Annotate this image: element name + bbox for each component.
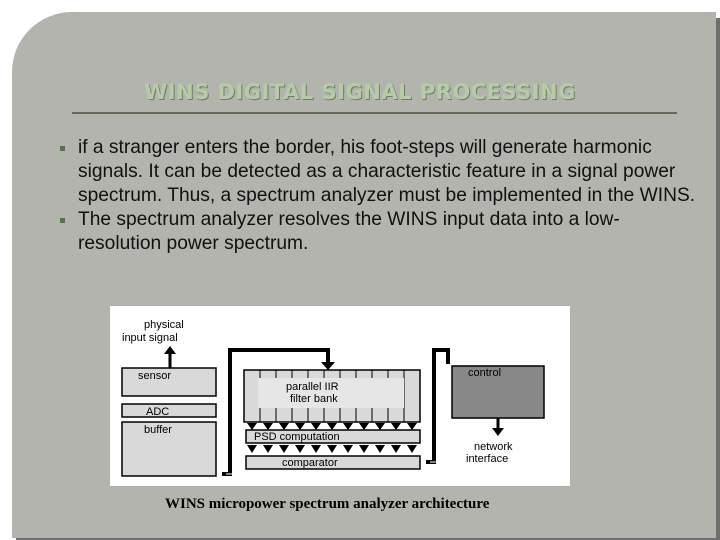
comparator-label: comparator	[282, 457, 338, 469]
bullet-text: The spectrum analyzer resolves the WINS …	[78, 209, 620, 254]
network-label-line2: interface	[466, 453, 508, 465]
connector-arrow-head	[321, 362, 335, 370]
filter-bank-label-line1: parallel IIR	[286, 381, 339, 393]
sensor-block	[121, 367, 217, 397]
network-label-line1: network	[474, 441, 513, 453]
bullet-text: if a stranger enters the border, his foo…	[78, 137, 696, 206]
bullet-square-icon	[60, 146, 65, 151]
title-divider	[72, 112, 677, 114]
bullet-item: The spectrum analyzer resolves the WINS …	[58, 208, 698, 256]
control-block	[451, 365, 545, 419]
diagram-caption: WINS micropower spectrum analyzer archit…	[165, 496, 490, 512]
spectrum-analyzer-diagram: physical input signal sensor ADC buffer …	[110, 306, 570, 486]
input-label-line1: physical	[144, 319, 184, 331]
buffer-label: buffer	[144, 424, 172, 436]
input-label-line2: input signal	[122, 332, 178, 344]
psd-to-comparator-arrows	[247, 445, 417, 453]
sensor-label: sensor	[138, 370, 171, 382]
control-label: control	[468, 367, 501, 379]
comparator-block	[245, 455, 421, 470]
slide-title: WINS DIGITAL SIGNAL PROCESSING	[144, 80, 576, 104]
control-arrow-head	[492, 428, 504, 436]
buffer-block	[121, 421, 217, 477]
adc-block	[121, 403, 217, 418]
bullet-list: if a stranger enters the border, his foo…	[58, 136, 698, 256]
filter-bank-label-line2: filter bank	[290, 393, 338, 405]
adc-label: ADC	[146, 406, 169, 418]
filter-to-psd-arrows	[247, 423, 417, 430]
output-connector	[426, 348, 450, 464]
input-arrow-head	[164, 346, 176, 354]
psd-computation-block	[245, 429, 421, 444]
psd-computation-label: PSD computation	[254, 431, 340, 443]
bullet-square-icon	[60, 218, 65, 223]
bullet-item: if a stranger enters the border, his foo…	[58, 136, 698, 208]
